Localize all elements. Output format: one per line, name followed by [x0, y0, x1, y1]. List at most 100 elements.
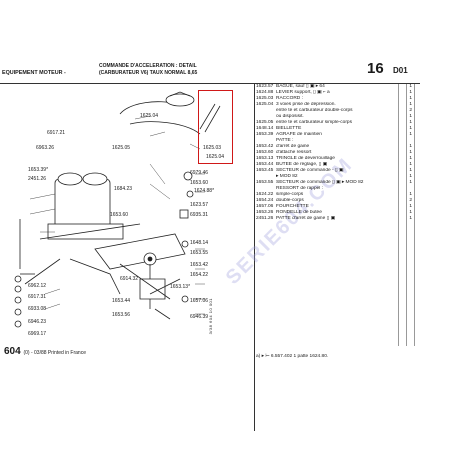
part-qty: 1: [409, 132, 412, 137]
callout-label: 6946.39: [190, 314, 209, 320]
part-desc: simple-corps: [276, 192, 304, 197]
callout-label: 6969.17: [28, 331, 47, 337]
callout-label: 1625.04: [206, 154, 225, 160]
part-qty: 1: [409, 168, 412, 173]
callout-label: 6946.23: [28, 319, 47, 325]
part-desc: entre té et carburateur double-corps: [276, 108, 353, 113]
callout-label: 1653.42: [190, 262, 209, 268]
part-qty: 1: [409, 120, 412, 125]
throttle-shaft: [39, 223, 141, 240]
part-qty: 1: [409, 174, 412, 179]
callout-label: 1654.22: [190, 272, 209, 278]
footnote: a) ▸ ⊢ 6.557.402 1 patte 1624.80.: [256, 354, 329, 359]
part-desc: RONDELLE de butée: [276, 210, 322, 215]
linkage-plate: [94, 233, 186, 270]
subtitle-line-1: COMMANDE D'ACCELERATION : DETAIL: [99, 63, 197, 69]
part-qty: 1: [409, 126, 412, 131]
part-desc: TRINGLE de déverrouillage: [276, 156, 335, 161]
part-qty: 1: [409, 204, 412, 209]
exploded-diagram: [14, 91, 221, 328]
part-ref: 1654.24: [256, 198, 274, 203]
part-ref: 1648.14: [256, 126, 274, 131]
part-desc: 3 voies prise de dépression.: [276, 102, 336, 107]
part-qty: 1: [409, 90, 412, 95]
part-desc: BAGUE, sauf ▯ ▣ ▸ 64: [276, 84, 325, 89]
callout-label: 1653.39*: [28, 167, 49, 173]
highlight-box-raccord: [198, 90, 233, 164]
callout-label: 1684.23: [114, 186, 133, 192]
part-ref: 1653.13: [256, 156, 274, 161]
callout-label: 1648.14: [190, 240, 209, 246]
callout-label: 1653.55: [190, 250, 209, 256]
callout-label: 1653.60: [190, 180, 209, 186]
part-qty: 1: [409, 144, 412, 149]
callout-label: 6917.31: [28, 294, 47, 300]
part-desc: entre té et carburateur simple-corps: [276, 120, 352, 125]
part-desc: double-corps: [276, 198, 304, 203]
part-ref: 1624.88: [256, 90, 274, 95]
callout-label: 1623.57: [190, 202, 209, 208]
callout-label: 1624.88*: [194, 188, 215, 194]
part-desc: d'attache ressort: [276, 150, 312, 155]
model-number: 604: [4, 346, 21, 357]
callout-label: 1653.60: [110, 212, 129, 218]
part-desc: ▸ MOD 82: [276, 174, 298, 179]
part-desc: SECTEUR de commande ▯ ▣ ▸ MOD 82: [276, 180, 364, 185]
side-reference-code: 3/38 604 10 001: [208, 298, 213, 335]
part-desc: AGRAFE de maintien: [276, 132, 322, 137]
callout-label: 6914.32: [120, 276, 139, 282]
page-number: 16: [367, 60, 384, 77]
part-qty: 1: [409, 96, 412, 101]
callout-label: 6963.26: [36, 145, 55, 151]
callout-label: 2451.26: [28, 176, 47, 182]
part-desc: RACCORD :: [276, 96, 303, 101]
part-desc: d'arrêt de gaine: [276, 144, 310, 149]
callout-label: 1653.44: [112, 298, 131, 304]
part-desc: ou disposisit.: [276, 114, 304, 119]
part-ref: 1657.06: [256, 204, 274, 209]
part-ref: 1653.26: [256, 210, 274, 215]
part-ref: 1625.04: [256, 102, 274, 107]
part-desc: PATTE d'arrêt de gaine ▯ ▣: [276, 216, 336, 221]
part-ref: 1653.44: [256, 162, 274, 167]
connector-top: [165, 93, 195, 107]
qty-divider: [398, 84, 399, 346]
part-row: RESSORT de rappel :: [256, 186, 420, 192]
part-qty: 1: [409, 84, 412, 89]
part-desc: PATTE :: [276, 138, 294, 143]
part-ref: 1653.42: [256, 144, 274, 149]
print-info: (0) - 03/88 Printed in France: [23, 350, 86, 356]
part-desc: LEVIER support, ▯ ▣ ⌐ a: [276, 90, 330, 95]
part-ref: 1625.05: [256, 120, 274, 125]
section-title: EQUIPEMENT MOTEUR -: [2, 70, 66, 76]
part-ref: 1653.60: [256, 150, 274, 155]
part-qty: 1: [409, 156, 412, 161]
qty-divider: [406, 84, 407, 346]
part-ref: 1623.57: [256, 84, 274, 89]
part-desc: BIELLETTE: [276, 126, 302, 131]
part-qty: 1: [409, 210, 412, 215]
part-row: ou disposisit.1: [256, 114, 420, 120]
subtitle-line-2: (CARBURATEUR V6) TAUX NORMAL 8,65: [99, 69, 198, 76]
part-qty: 1: [409, 102, 412, 107]
part-row: PATTE :: [256, 138, 420, 144]
part-row: ▸ MOD 82 1: [256, 174, 420, 180]
callout-label: 1625.03: [203, 145, 222, 151]
